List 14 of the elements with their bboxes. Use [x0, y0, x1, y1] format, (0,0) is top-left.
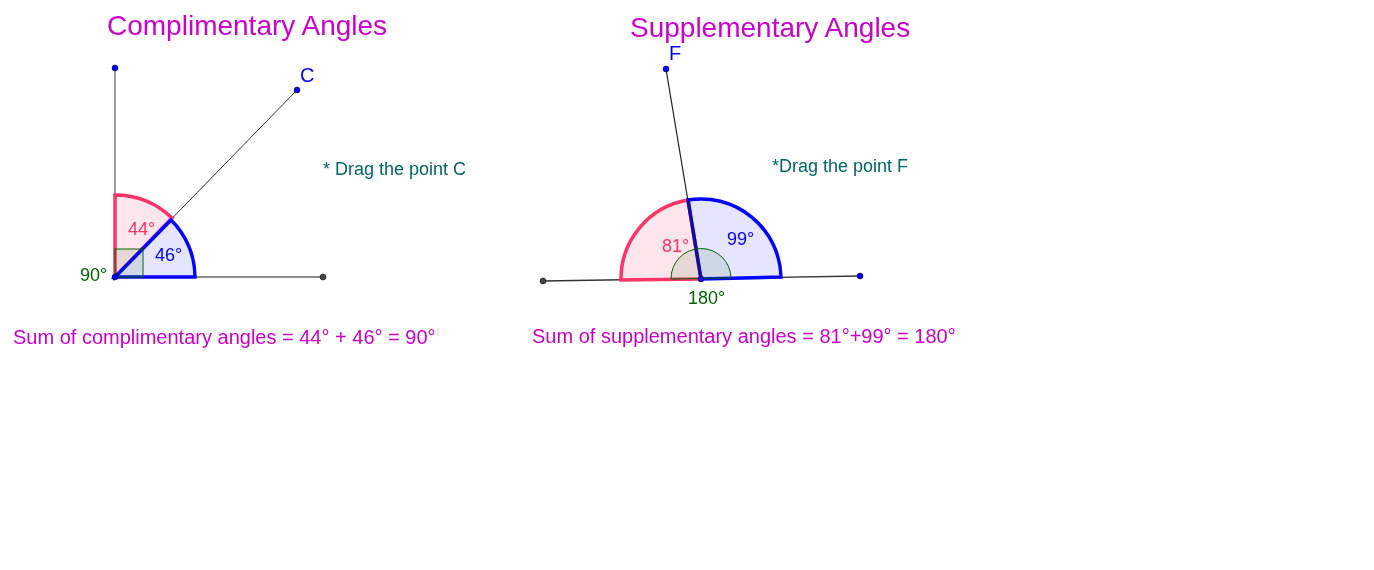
sum-equation: Sum of complimentary angles = 44° + 46° = 90° [13, 326, 436, 349]
angle-measure: 180° [688, 288, 726, 309]
angle-measure: 99° [727, 229, 755, 250]
point-label: C [300, 64, 315, 87]
instruction-note: *Drag the point F [772, 156, 909, 177]
instruction-note: * Drag the point C [323, 159, 467, 180]
angle-measure: 90° [80, 265, 108, 286]
sum-equation: Sum of supplementary angles = 81°+99° = 180° [532, 325, 956, 348]
figure-title: Supplementary Angles [630, 12, 911, 45]
figure-title: Complimentary Angles [107, 10, 388, 43]
angle-measure: 44° [128, 219, 156, 240]
point-label: F [669, 42, 682, 65]
angle-measure: 46° [155, 245, 183, 266]
angle-measure: 81° [662, 236, 690, 257]
